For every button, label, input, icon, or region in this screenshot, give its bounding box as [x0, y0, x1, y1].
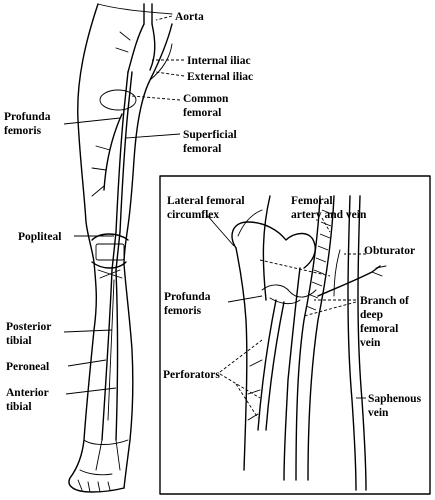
inset-label-branch-deep-femoral-vein-4: vein	[360, 337, 381, 349]
inset-label-perforators: Perforators	[163, 369, 220, 381]
label-peroneal: Peroneal	[6, 361, 49, 373]
inset-label-obturator: Obturator	[364, 245, 415, 257]
label-common-femoral-1: Common	[183, 93, 229, 105]
inset-label-profunda-femoris-1: Profunda	[164, 291, 211, 303]
inset-label-branch-deep-femoral-vein-2: deep	[360, 309, 383, 321]
leg-outline	[68, 3, 173, 493]
inset-label-lateral-femoral-circumflex-1: Lateral femoral	[167, 195, 245, 207]
inset-label-femoral-artery-vein-1: Femoral	[291, 195, 333, 207]
label-common-femoral-2: femoral	[183, 107, 221, 119]
leader-lines-inset	[205, 213, 366, 419]
inset-label-lateral-femoral-circumflex-2: circumflex	[167, 209, 219, 221]
inset-frame	[159, 175, 431, 495]
label-popliteal: Popliteal	[18, 231, 61, 243]
inset-label-saphenous-vein-1: Saphenous	[368, 393, 422, 405]
label-internal-iliac: Internal iliac	[187, 55, 251, 67]
label-anterior-tibial-2: tibial	[6, 401, 32, 413]
inset-label-profunda-femoris-2: femoris	[164, 305, 202, 317]
label-posterior-tibial-1: Posterior	[6, 321, 51, 333]
leader-lines-left	[63, 15, 185, 395]
inset-label-saphenous-vein-2: vein	[368, 407, 389, 419]
inset-anatomy	[231, 195, 387, 491]
label-profunda-femoris-2: femoris	[4, 125, 42, 137]
label-superficial-femoral-2: femoral	[183, 143, 221, 155]
inset-label-branch-deep-femoral-vein-3: femoral	[360, 323, 398, 335]
label-aorta: Aorta	[175, 11, 204, 23]
label-profunda-femoris-1: Profunda	[4, 111, 51, 123]
artery-tree	[91, 3, 156, 471]
label-posterior-tibial-2: tibial	[6, 335, 32, 347]
label-external-iliac: External iliac	[187, 71, 253, 83]
inset-label-femoral-artery-vein-2: artery and vein	[291, 209, 367, 221]
label-superficial-femoral-1: Superficial	[183, 129, 237, 141]
inset-label-branch-deep-femoral-vein-1: Branch of	[360, 295, 409, 307]
label-anterior-tibial-1: Anterior	[6, 387, 49, 399]
